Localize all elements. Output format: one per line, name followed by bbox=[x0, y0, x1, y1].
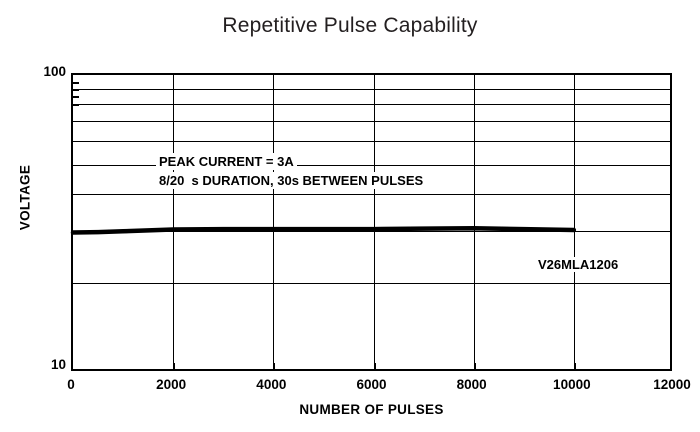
y-axis-minor-tick bbox=[73, 96, 79, 99]
gridline-vertical bbox=[173, 75, 175, 369]
gridline-horizontal bbox=[73, 103, 670, 105]
gridline-horizontal bbox=[73, 193, 670, 195]
gridline-vertical bbox=[273, 75, 275, 369]
y-axis-tick-label-10: 10 bbox=[50, 357, 66, 372]
x-axis-tick-label: 10000 bbox=[553, 377, 591, 392]
x-axis-tick bbox=[273, 363, 276, 370]
gridline-vertical bbox=[573, 75, 575, 369]
gridline-horizontal bbox=[73, 141, 670, 143]
x-axis-tick-label: 0 bbox=[67, 377, 75, 392]
gridline-horizontal bbox=[73, 283, 670, 285]
x-axis-tick-label: 4000 bbox=[256, 377, 287, 392]
x-axis-tick bbox=[173, 363, 176, 370]
gridline-horizontal bbox=[73, 88, 670, 90]
y-axis-minor-tick bbox=[73, 103, 79, 106]
gridline-vertical bbox=[373, 75, 375, 369]
annotation-peak-current: PEAK CURRENT = 3A bbox=[156, 153, 297, 170]
gridline-vertical bbox=[473, 75, 475, 369]
x-axis-tick bbox=[573, 363, 576, 370]
gridline-horizontal bbox=[73, 164, 670, 166]
y-axis-title: VOLTAGE bbox=[17, 164, 33, 231]
x-axis-tick-label: 6000 bbox=[356, 377, 387, 392]
data-series-curve bbox=[70, 226, 577, 235]
y-axis-minor-tick bbox=[73, 81, 79, 84]
y-axis-tick-label-100: 100 bbox=[43, 64, 66, 79]
x-axis-tick-label: 12000 bbox=[653, 377, 691, 392]
plot-area: V26MLA1206 PEAK CURRENT = 3A 8/20 s DURA… bbox=[70, 73, 672, 371]
gridline-horizontal bbox=[73, 121, 670, 123]
x-axis-tick-label: 8000 bbox=[456, 377, 487, 392]
x-axis-tick bbox=[373, 363, 376, 370]
x-axis-title: NUMBER OF PULSES bbox=[299, 402, 444, 417]
series-label-v26mla1206: V26MLA1206 bbox=[532, 257, 625, 272]
annotation-pulse-duration: 8/20 s DURATION, 30s BETWEEN PULSES bbox=[156, 172, 427, 189]
x-axis-tick-label: 2000 bbox=[156, 377, 187, 392]
x-axis-tick bbox=[473, 363, 476, 370]
y-axis-minor-tick bbox=[73, 88, 79, 91]
page-title: Repetitive Pulse Capability bbox=[222, 14, 478, 37]
